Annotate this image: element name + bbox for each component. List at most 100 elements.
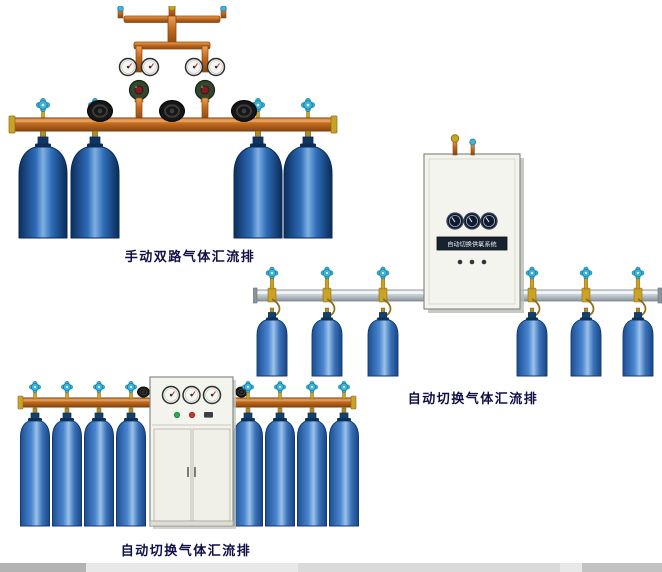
cyan-handwheel-icon — [525, 266, 539, 280]
gas-cylinder — [516, 307, 548, 377]
manual-manifold-illustration — [8, 6, 338, 239]
cabinet-top-fitting-icon — [450, 134, 460, 143]
inlet-fitting-icon — [168, 6, 176, 11]
cyan-handwheel-icon — [60, 380, 74, 394]
pipe-end-cap — [253, 287, 258, 304]
pressure-gauge-icon — [184, 57, 204, 77]
cabinet-top-pipe — [470, 143, 475, 156]
cyan-handwheel-icon — [265, 266, 279, 280]
gas-cylinder — [570, 307, 602, 377]
pipe-end-cap — [8, 115, 16, 134]
caption-auto-manifold-bottom: 自动切换气体汇流排 — [120, 543, 252, 558]
cabinet-door-right — [192, 428, 231, 522]
gas-cylinder — [256, 307, 288, 377]
caption-manual-manifold: 手动双路气体汇流排 — [124, 249, 256, 264]
cyan-handwheel-icon — [337, 380, 351, 394]
panel-gauge-icon — [202, 385, 222, 405]
black-handwheel-icon — [86, 99, 114, 123]
black-handwheel-icon — [230, 99, 258, 123]
inlet-pipe-assembly — [117, 6, 227, 73]
cyan-handwheel-icon — [92, 380, 106, 394]
control-cabinet — [149, 376, 236, 529]
panel-indicator-icon — [457, 259, 463, 265]
cylinder-station — [311, 266, 343, 377]
panel-gauge-icon — [161, 385, 181, 405]
auto-manifold-bottom-illustration — [17, 376, 359, 529]
gas-cylinder — [367, 307, 399, 377]
black-handwheel-icon — [158, 99, 186, 123]
panel-indicator-icon — [481, 259, 487, 265]
bottom-edge-segment — [0, 563, 86, 572]
cyan-handwheel-icon — [631, 266, 645, 280]
pipe-highlight — [22, 399, 150, 402]
gas-cylinder — [18, 130, 68, 239]
cylinder-station — [516, 266, 548, 377]
cyan-handwheel-icon — [376, 266, 390, 280]
pipe-end-cap — [330, 115, 338, 134]
black-handwheel-icon — [136, 386, 151, 398]
cyan-handwheel-icon — [320, 266, 334, 280]
red-indicator-icon — [188, 411, 196, 419]
pipe-highlight — [233, 399, 352, 402]
panel-indicator-icon — [469, 259, 475, 265]
cabinet-label: 自动切换供氧系统 — [447, 241, 497, 249]
gas-cylinder — [52, 407, 82, 527]
cyan-handwheel-icon — [124, 380, 138, 394]
control-cabinet: 自动切换供氧系统 — [423, 134, 524, 313]
gas-cylinder — [622, 307, 654, 377]
panel-gauge-icon — [480, 212, 498, 230]
right-branch-valve-icon — [220, 6, 227, 12]
gas-cylinder — [116, 407, 146, 527]
pressure-gauge-icon — [140, 57, 160, 77]
gas-cylinder — [70, 130, 120, 239]
left-riser-pipe — [135, 45, 143, 73]
pipe-end-cap — [350, 395, 357, 410]
cabinet-inner-frame — [428, 158, 516, 305]
cyan-handwheel-icon — [579, 266, 593, 280]
panel-gauge-icon — [463, 212, 481, 230]
cyan-handwheel-icon — [300, 97, 316, 113]
cabinet-label-plate — [436, 236, 508, 251]
cyan-handwheel-icon — [35, 97, 51, 113]
pressure-gauge-icon — [206, 57, 226, 77]
gas-cylinder — [311, 307, 343, 377]
panel-gauge-icon — [446, 212, 464, 230]
panel-gauge-icon — [182, 385, 201, 405]
gas-cylinder — [329, 407, 359, 527]
cylinder-station — [622, 266, 654, 377]
bottom-edge-segment — [298, 563, 560, 572]
cabinet-top-valve-icon — [469, 138, 477, 146]
gas-cylinder — [265, 407, 295, 527]
cylinder-stations-right — [233, 380, 359, 527]
cyan-handwheel-icon — [273, 380, 287, 394]
cylinder-station — [256, 266, 288, 377]
cylinder-station — [570, 266, 602, 377]
cabinet-body — [423, 153, 521, 310]
right-riser-pipe — [201, 45, 209, 73]
cabinet-door-left — [153, 428, 192, 522]
pipe-end-cap — [657, 287, 662, 304]
bottom-edge-segment — [582, 563, 662, 572]
regulator-outlet-pipe — [135, 97, 143, 121]
cyan-handwheel-icon — [28, 380, 42, 394]
door-handle — [187, 467, 189, 477]
gas-cylinder — [20, 407, 50, 527]
door-handle — [194, 467, 196, 477]
panel-switch-icon — [204, 412, 213, 418]
green-indicator-icon — [173, 411, 181, 419]
pressure-gauge-icon — [118, 57, 138, 77]
pipe-end-cap — [17, 395, 24, 410]
left-branch-valve-icon — [117, 6, 124, 12]
cylinder-stations-left — [20, 380, 151, 527]
manifold-pipes — [17, 395, 357, 410]
right-manifold-pipe — [232, 397, 353, 408]
auto-manifold-right-illustration: 自动切换供氧系统 — [253, 134, 662, 377]
cabinet-base — [149, 520, 234, 527]
caption-auto-manifold-right: 自动切换气体汇流排 — [407, 391, 539, 406]
gas-cylinder — [84, 407, 114, 527]
cylinder-station — [367, 266, 399, 377]
gas-cylinder — [233, 407, 263, 527]
tee-bar-pipe — [133, 41, 211, 50]
gas-cylinder — [297, 407, 327, 527]
